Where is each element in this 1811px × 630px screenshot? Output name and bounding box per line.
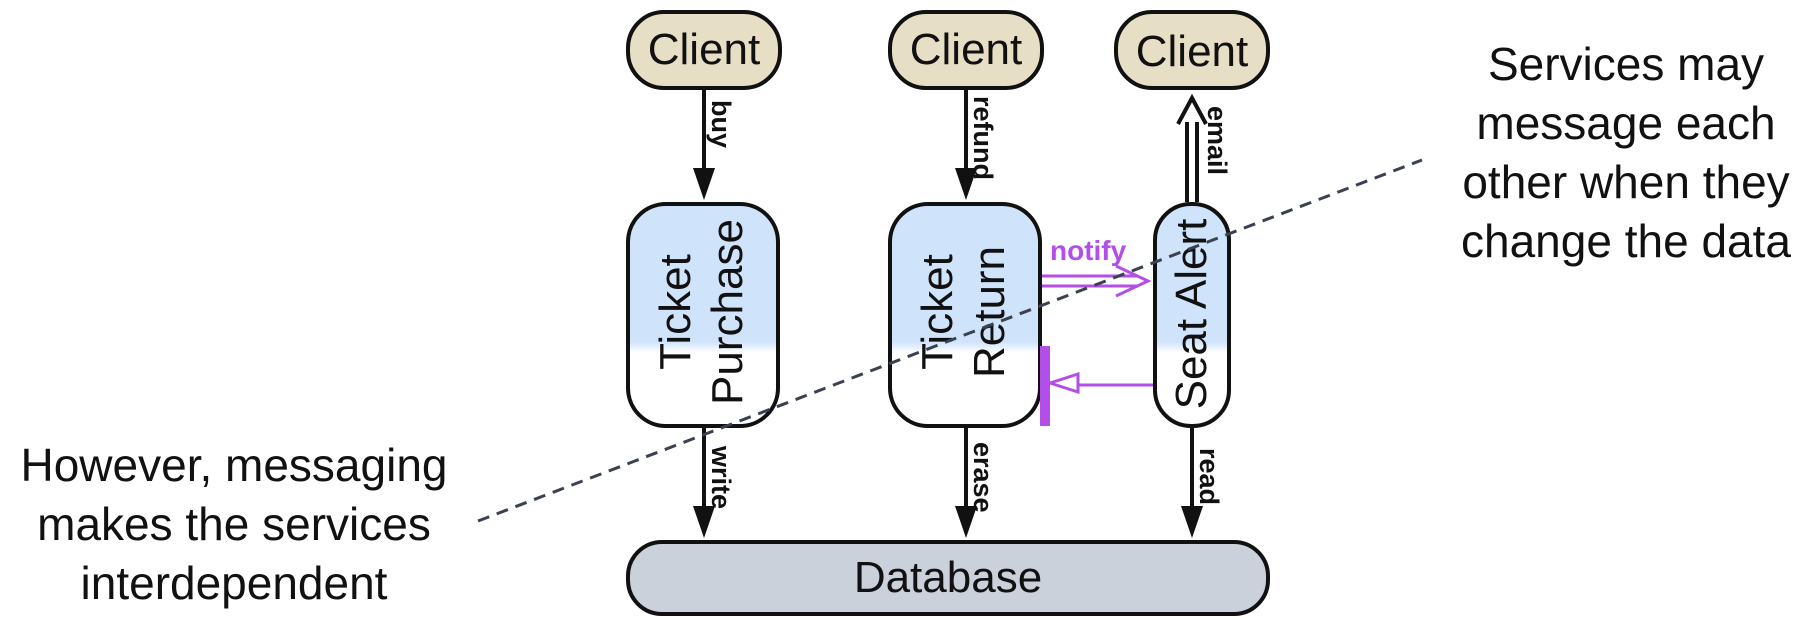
ticket-return-service: Ticket Return (888, 202, 1042, 428)
annotation-dashed-line (477, 158, 1423, 523)
database-node: Database (626, 540, 1270, 616)
service-label-line2: Return (965, 246, 1014, 378)
edge-label-email: email (1202, 106, 1232, 175)
right-annotation: Services may message each other when the… (1461, 38, 1791, 267)
annotation-left-line3: interdependent (81, 557, 388, 609)
client-node-3: Client (1114, 10, 1270, 90)
annotation-right-line3: other when they (1462, 156, 1789, 208)
edge-label-refund: refund (968, 96, 998, 180)
annotation-right-line1: Services may (1488, 38, 1764, 90)
erase-arrow: erase (955, 428, 998, 538)
seat-alert-service: Seat Alert (1153, 202, 1231, 428)
notify-message: notify (1042, 235, 1152, 298)
ticket-purchase-service: Ticket Purchase (626, 202, 780, 428)
seat-alert-reply (1040, 346, 1153, 426)
service-label-line1: Ticket (651, 254, 700, 370)
client-label: Client (648, 25, 761, 74)
edge-label-read: read (1194, 448, 1224, 505)
refund-arrow: refund (955, 90, 998, 200)
edge-label-erase: erase (968, 442, 998, 513)
annotation-right-line4: change the data (1461, 215, 1791, 267)
service-label-line2: Purchase (703, 219, 752, 405)
left-annotation: However, messaging makes the services in… (21, 439, 448, 609)
write-arrow: write (693, 428, 736, 538)
annotation-left-line2: makes the services (37, 498, 431, 550)
database-label: Database (854, 553, 1042, 602)
client-label: Client (1136, 27, 1249, 76)
service-label-line1: Ticket (913, 254, 962, 370)
edge-label-write: write (706, 445, 736, 509)
client-label: Client (910, 25, 1023, 74)
service-label: Seat Alert (1167, 219, 1216, 410)
annotation-right-line2: message each (1476, 97, 1775, 149)
client-node-1: Client (626, 10, 782, 90)
email-arrow: email (1176, 93, 1232, 202)
client-node-2: Client (888, 10, 1044, 90)
annotation-left-line1: However, messaging (21, 439, 448, 491)
edge-label-buy: buy (706, 100, 736, 148)
buy-arrow: buy (693, 90, 736, 200)
read-arrow: read (1181, 428, 1224, 538)
edge-label-notify: notify (1050, 235, 1127, 266)
